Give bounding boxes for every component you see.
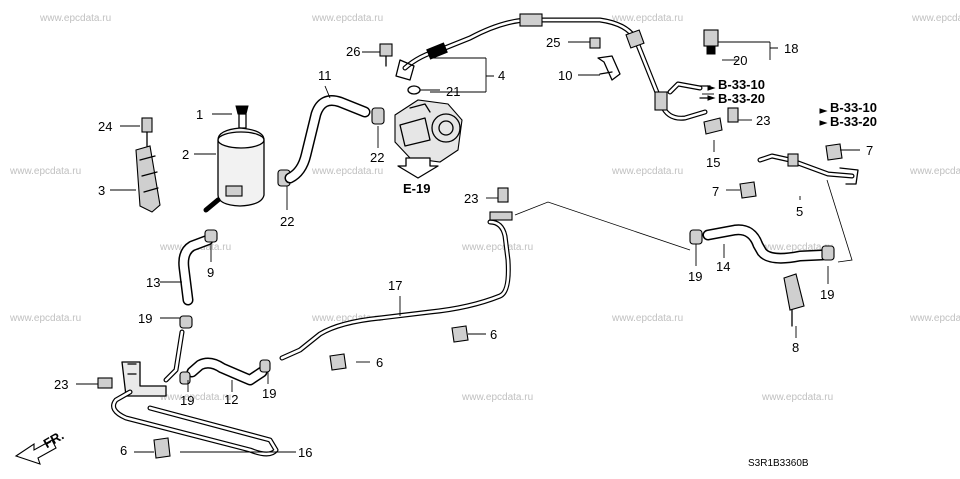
hose-14 bbox=[689, 224, 835, 264]
banjo-bolt bbox=[379, 43, 421, 95]
callout-8: 8 bbox=[792, 340, 799, 355]
reference-e19: E-19 bbox=[403, 181, 430, 196]
reservoir bbox=[203, 105, 265, 213]
watermark: www.epcdata.ru bbox=[461, 392, 533, 403]
callout-3: 3 bbox=[98, 183, 105, 198]
watermark: www.epcdata.ru bbox=[909, 313, 960, 324]
return-hose-11 bbox=[284, 95, 371, 184]
hose-12 bbox=[179, 357, 271, 386]
callout-22: 22 bbox=[370, 150, 384, 165]
callout-1: 1 bbox=[196, 107, 203, 122]
callout-7: 7 bbox=[712, 184, 719, 199]
oil-cooler-line bbox=[97, 315, 193, 397]
front-direction-arrow: FR. bbox=[14, 428, 66, 465]
callout-7: 7 bbox=[866, 143, 873, 158]
reference-b3310: B-33-10 bbox=[830, 100, 877, 115]
reservoir-bracket bbox=[135, 117, 161, 213]
callout-14: 14 bbox=[716, 259, 730, 274]
watermark: www.epcdata.ru bbox=[909, 166, 960, 177]
reference-arrow-e19 bbox=[397, 157, 439, 179]
reference-b3320: B-33-20 bbox=[718, 91, 765, 106]
pressure-switch bbox=[703, 29, 738, 61]
callout-19: 19 bbox=[688, 269, 702, 284]
callout-23: 23 bbox=[756, 113, 770, 128]
callouts: 1 2 3 24 9 13 19 23 19 12 19 16 6 17 6 6… bbox=[54, 35, 873, 460]
callout-21: 21 bbox=[446, 84, 460, 99]
watermark: www.epcdata.ru bbox=[611, 13, 683, 24]
callout-2: 2 bbox=[182, 147, 189, 162]
callout-6: 6 bbox=[376, 355, 383, 370]
watermark: www.epcdata.ru bbox=[611, 166, 683, 177]
diagram-code: S3R1B3360B bbox=[748, 458, 809, 469]
reference-labels: E-19 B-33-10 B-33-20 B-33-10 B-33-20 bbox=[403, 77, 877, 196]
callout-23: 23 bbox=[54, 377, 68, 392]
leader-lines bbox=[76, 41, 860, 453]
reference-b3310: B-33-10 bbox=[718, 77, 765, 92]
clamps bbox=[153, 107, 843, 459]
callout-4: 4 bbox=[498, 68, 505, 83]
callout-23: 23 bbox=[464, 191, 478, 206]
watermark: www.epcdata.ru bbox=[9, 313, 81, 324]
watermark: www.epcdata.ru bbox=[461, 242, 533, 253]
line-5 bbox=[757, 153, 859, 263]
callout-19: 19 bbox=[262, 386, 276, 401]
callout-10: 10 bbox=[558, 68, 572, 83]
watermark: www.epcdata.ru bbox=[911, 13, 960, 24]
watermark: www.epcdata.ru bbox=[39, 13, 111, 24]
callout-9: 9 bbox=[207, 265, 214, 280]
callout-11: 11 bbox=[318, 68, 332, 83]
callout-15: 15 bbox=[706, 155, 720, 170]
callout-6: 6 bbox=[120, 443, 127, 458]
callout-22: 22 bbox=[280, 214, 294, 229]
callout-12: 12 bbox=[224, 392, 238, 407]
callout-6: 6 bbox=[490, 327, 497, 342]
callout-25: 25 bbox=[546, 35, 560, 50]
callout-17: 17 bbox=[388, 278, 402, 293]
callout-5: 5 bbox=[796, 204, 803, 219]
watermarks: www.epcdata.ru www.epcdata.ru www.epcdat… bbox=[9, 13, 960, 403]
watermark: www.epcdata.ru bbox=[159, 392, 231, 403]
watermark: www.epcdata.ru bbox=[611, 313, 683, 324]
watermark: www.epcdata.ru bbox=[761, 242, 833, 253]
callout-19: 19 bbox=[138, 311, 152, 326]
callout-26: 26 bbox=[346, 44, 360, 59]
watermark: www.epcdata.ru bbox=[311, 13, 383, 24]
callout-16: 16 bbox=[298, 445, 312, 460]
watermark: www.epcdata.ru bbox=[761, 392, 833, 403]
suction-hose-13 bbox=[178, 229, 218, 306]
watermark: www.epcdata.ru bbox=[311, 313, 383, 324]
hose-bracket bbox=[589, 37, 621, 81]
callout-18: 18 bbox=[784, 41, 798, 56]
callout-13: 13 bbox=[146, 275, 160, 290]
watermark: www.epcdata.ru bbox=[311, 166, 383, 177]
return-line-17 bbox=[279, 201, 691, 361]
callout-19: 19 bbox=[820, 287, 834, 302]
callout-20: 20 bbox=[733, 53, 747, 68]
watermark: www.epcdata.ru bbox=[9, 166, 81, 177]
reservoir-cap bbox=[235, 105, 249, 115]
callout-19: 19 bbox=[180, 393, 194, 408]
power-steering-pump bbox=[394, 99, 463, 163]
callout-24: 24 bbox=[98, 119, 112, 134]
reference-b3320: B-33-20 bbox=[830, 114, 877, 129]
high-pressure-hose bbox=[395, 13, 708, 121]
